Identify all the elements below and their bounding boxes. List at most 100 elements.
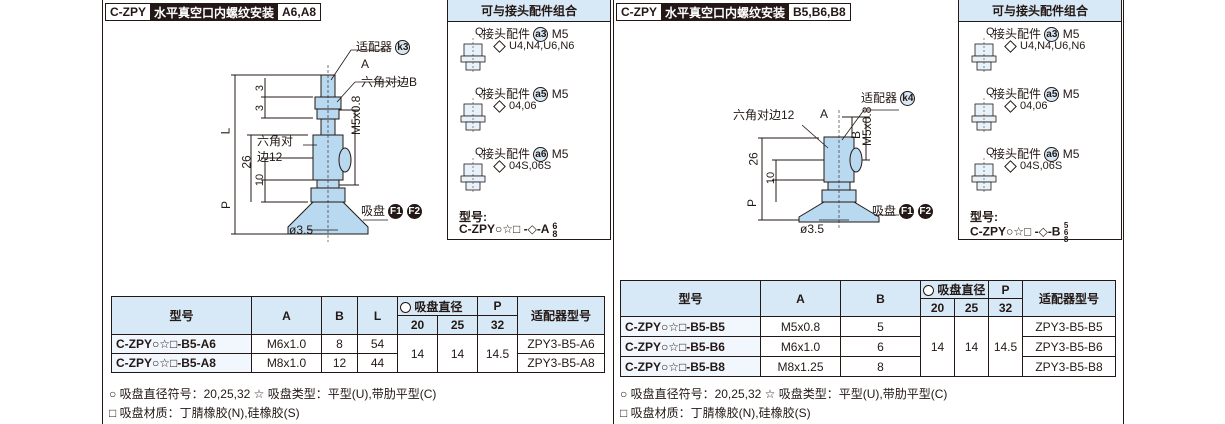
cell-model: C-ZPY○☆□-B5-B5 <box>620 316 761 337</box>
cell-model: C-ZPY○☆□-B5-A6 <box>111 334 252 354</box>
cell-model: C-ZPY○☆□-B5-A8 <box>111 353 252 373</box>
fitting-a3: Q 接头配件 a3 M5 U4,N4,U6,N6 <box>448 24 612 82</box>
adapter-label: 适配器 k4 <box>861 91 916 107</box>
adapter-badge: k3 <box>395 40 411 56</box>
cell-b: 8 <box>840 356 921 377</box>
th-dia-20: 20 <box>397 315 438 335</box>
left-drawing: 适配器 k3 A 六角对边B 六角对 边12 M5x0.8 3 3 26 10 … <box>213 20 453 250</box>
hex-b-label: 六角对边B <box>361 75 418 89</box>
fitting-a3: Q 接头配件 a3 M5 U4,N4,U6,N6 <box>959 24 1123 82</box>
right-header: C-ZPY 水平真空口内螺纹安装 B5,B6,B8 <box>616 3 851 21</box>
model-label: 型号: <box>459 210 487 224</box>
dim-3b: 3 <box>254 104 267 112</box>
model-suffix-8: 8 <box>552 229 558 239</box>
th-p: P <box>477 296 518 316</box>
cell-l: 54 <box>357 334 398 354</box>
pad-label: 吸盘 F1 F2 <box>872 204 933 220</box>
cell-b: 5 <box>840 316 921 337</box>
th-dia-25: 25 <box>954 298 989 317</box>
fitting-a6: Q 接头配件 a6 M5 04S,06S <box>959 144 1123 202</box>
circle-icon <box>923 285 934 297</box>
cell-adapter: ZPY3-B5-A6 <box>517 334 605 354</box>
pad-f2-badge: F2 <box>406 204 422 220</box>
right-panel: C-ZPY 水平真空口内螺纹安装 B5,B6,B8 <box>614 0 1124 424</box>
thread-label: M5x0.8 <box>349 95 363 135</box>
th-b: B <box>840 280 921 317</box>
left-drawing-svg <box>231 49 408 242</box>
pad-f1-badge: F1 <box>388 204 404 220</box>
dim-a-label: A <box>820 107 829 121</box>
cell-b: 8 <box>321 334 358 354</box>
pad-label: 吸盘 F1 F2 <box>361 204 422 220</box>
th-b: B <box>321 296 358 335</box>
note-line-1: ○ 吸盘直径符号：20,25,32 ☆ 吸盘类型：平型(U),带肋平型(C) <box>620 387 948 401</box>
th-p: P <box>988 280 1023 299</box>
model-code: C-ZPY○☆□ -◇-B 5 6 8 <box>970 221 1069 244</box>
fitting-a6: Q 接头配件 a6 M5 04S,06S <box>448 144 612 202</box>
right-frame <box>1123 0 1124 424</box>
th-a: A <box>760 280 841 317</box>
fitting-sizes: U4,N4,U6,N6 <box>492 39 574 53</box>
cell-p32: 14.5 <box>477 334 518 373</box>
dim-10: 10 <box>765 171 778 185</box>
th-adapter: 适配器型号 <box>1022 280 1116 317</box>
cell-b: 6 <box>840 336 921 357</box>
circle-icon <box>400 301 411 313</box>
fitting-name: 接头配件 a5 M5 <box>993 87 1080 103</box>
combo-title: 可与接头配件组合 <box>448 0 610 22</box>
fitting-q: Q <box>986 86 995 98</box>
cell-adapter: ZPY3-B5-B5 <box>1022 316 1116 337</box>
cell-l: 44 <box>357 353 398 373</box>
cell-a: M6x1.0 <box>760 336 841 357</box>
model-label: 型号: <box>970 210 998 224</box>
adapter-badge: k4 <box>900 91 916 107</box>
fitting-sizes: 04S,06S <box>492 159 551 173</box>
cell-model: C-ZPY○☆□-B5-B6 <box>620 336 761 357</box>
pad-f2-badge: F2 <box>917 204 933 220</box>
cell-p32: 14.5 <box>988 316 1023 377</box>
fitting-name: 接头配件 a3 M5 <box>993 27 1080 43</box>
cell-p20: 14 <box>920 316 955 377</box>
center-divider <box>613 0 614 424</box>
cell-adapter: ZPY3-B5-B6 <box>1022 336 1116 357</box>
th-model: 型号 <box>620 280 761 317</box>
th-diameter: 吸盘直径 <box>397 296 478 316</box>
th-dia-32: 32 <box>988 298 1023 317</box>
cell-adapter: ZPY3-B5-B8 <box>1022 356 1116 377</box>
diamond-icon <box>493 39 506 53</box>
left-frame <box>102 0 103 424</box>
dia-label: ø3.5 <box>289 223 314 237</box>
dim-p: P <box>219 200 234 210</box>
header-title: 水平真空口内螺纹安装 <box>150 4 279 20</box>
diamond-icon <box>1004 39 1017 53</box>
header-code: C-ZPY <box>617 4 661 20</box>
fitting-q: Q <box>475 26 484 38</box>
fitting-sizes: 04,06 <box>492 99 537 113</box>
dim-26: 26 <box>239 155 254 169</box>
fitting-q: Q <box>475 86 484 98</box>
th-model: 型号 <box>111 296 252 335</box>
fitting-badge: a5 <box>1044 87 1060 103</box>
table-row: C-ZPY○☆□-B5-B5 M5x0.8 5 14 14 14.5 ZPY3-… <box>620 316 1116 377</box>
model-suffix-8: 8 <box>1063 235 1069 244</box>
dim-a-label: A <box>361 57 370 71</box>
fitting-icon <box>460 158 486 194</box>
fitting-sizes: 04S,06S <box>1003 159 1062 173</box>
right-drawing-svg <box>758 109 899 230</box>
table-row: C-ZPY○☆□-B5-A8 M8x1.0 12 44 ZPY3-B5-A8 <box>111 353 605 373</box>
hex12-label-a: 六角对 <box>257 134 294 148</box>
fitting-badge: a3 <box>1044 27 1060 43</box>
cell-p25: 14 <box>954 316 989 377</box>
right-spec-table: 型号 A B 吸盘直径 P 适配器型号 20 25 32 C-ZPY○☆□-B5… <box>620 280 1116 377</box>
left-spec-table: 型号 A B L 吸盘直径 P 适配器型号 20 25 32 C-ZPY○☆□-… <box>111 296 605 373</box>
hex12-label-b: 边12 <box>257 150 283 164</box>
note-line-2: □ 吸盘材质：丁腈橡胶(N),硅橡胶(S) <box>109 406 300 420</box>
th-dia-20: 20 <box>920 298 955 317</box>
right-drawing: 适配器 k4 A B 六角对边12 M5x0.8 26 10 P ø3.5 吸盘… <box>724 20 964 250</box>
adapter-label: 适配器 k3 <box>356 40 411 56</box>
th-dia-25: 25 <box>437 315 478 335</box>
thread-label: M5x0.8 <box>860 106 874 146</box>
cell-a: M6x1.0 <box>251 334 322 354</box>
model-code: C-ZPY○☆□ -◇-A 6 8 <box>459 221 558 239</box>
fitting-name: 接头配件 a5 M5 <box>482 87 569 103</box>
